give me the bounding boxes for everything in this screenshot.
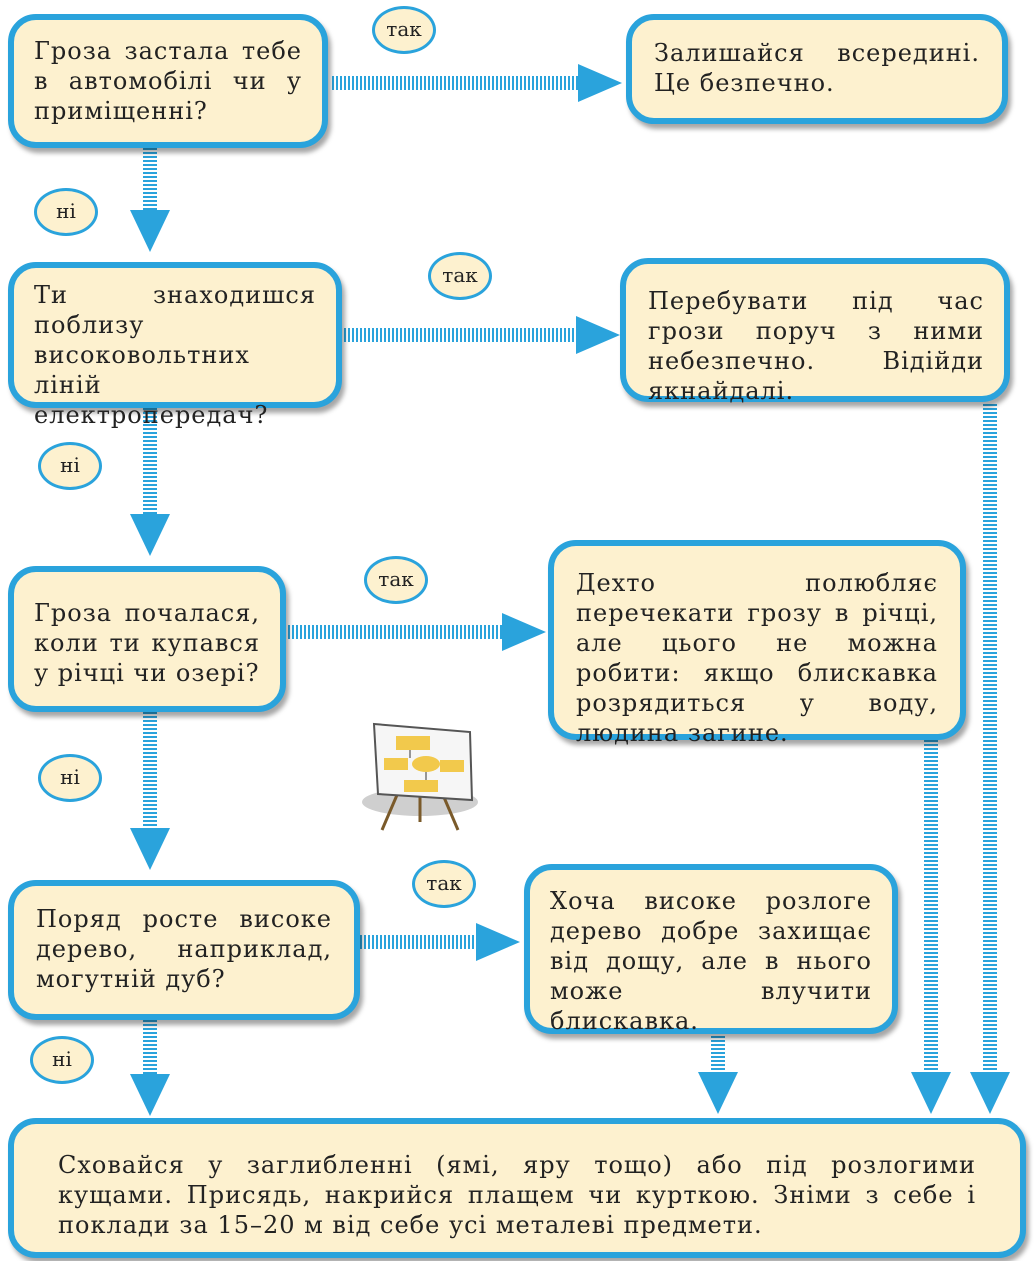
arrow-a4-to-final <box>698 1034 738 1114</box>
yes-label: так <box>372 6 436 54</box>
final-advice-text: Сховайся у заглибленні (ямі, яру тощо) а… <box>58 1151 976 1239</box>
no-label: ні <box>38 442 102 490</box>
arrow-q2-to-a2 <box>342 316 620 354</box>
answer-box-move-away: Перебувати під час грози поруч з ними не… <box>620 258 1010 405</box>
answer-text: Перебувати під час грози поруч з ними не… <box>648 287 984 405</box>
arrow-q4-to-final <box>130 1020 170 1116</box>
question-text: Ти знаходишся поблизу високовольтних лін… <box>34 281 316 429</box>
answer-box-river: Дехто полюбляє перечекати грозу в річці,… <box>548 540 966 747</box>
arrow-q3-to-a3 <box>286 613 546 651</box>
yes-label: так <box>412 860 476 908</box>
final-advice-box: Сховайся у заглибленні (ямі, яру тощо) а… <box>8 1118 1026 1258</box>
arrow-q4-to-a4 <box>360 923 520 961</box>
flowchart-easel-icon <box>362 722 478 831</box>
answer-text: Хоча високе розлоге дерево добре захищає… <box>550 887 872 1035</box>
arrow-a2-to-final <box>970 402 1010 1114</box>
arrow-q2-to-q3 <box>130 408 170 556</box>
no-label: ні <box>34 188 98 236</box>
no-label: ні <box>30 1036 94 1084</box>
arrow-q3-to-q4 <box>130 712 170 870</box>
answer-box-tree: Хоча високе розлоге дерево добре захищає… <box>524 864 898 1035</box>
question-box-car-or-building: Гроза застала тебе в автомобілі чи у при… <box>8 14 328 148</box>
arrow-a3-to-final <box>911 740 951 1114</box>
no-label: ні <box>38 754 102 802</box>
question-box-tall-tree: Поряд росте високе дерево, наприклад, мо… <box>8 880 360 1020</box>
arrow-q1-to-q2 <box>130 148 170 252</box>
yes-label: так <box>364 556 428 604</box>
question-text: Гроза застала тебе в автомобілі чи у при… <box>34 37 302 125</box>
answer-text: Дехто полюбляє перечекати грозу в річці,… <box>576 569 938 747</box>
answer-box-stay-inside: Залишайся всередині. Це безпечно. <box>626 14 1008 124</box>
question-text: Гроза почалася, коли ти купався у річці … <box>34 599 260 687</box>
yes-label: так <box>428 252 492 300</box>
question-box-power-lines: Ти знаходишся поблизу високовольтних лін… <box>8 262 342 429</box>
arrow-q1-to-a1 <box>330 64 622 102</box>
answer-text: Залишайся всередині. Це безпечно. <box>654 39 980 97</box>
question-text: Поряд росте високе дерево, наприклад, мо… <box>36 905 332 993</box>
question-box-swimming: Гроза почалася, коли ти купався у річці … <box>8 566 286 712</box>
